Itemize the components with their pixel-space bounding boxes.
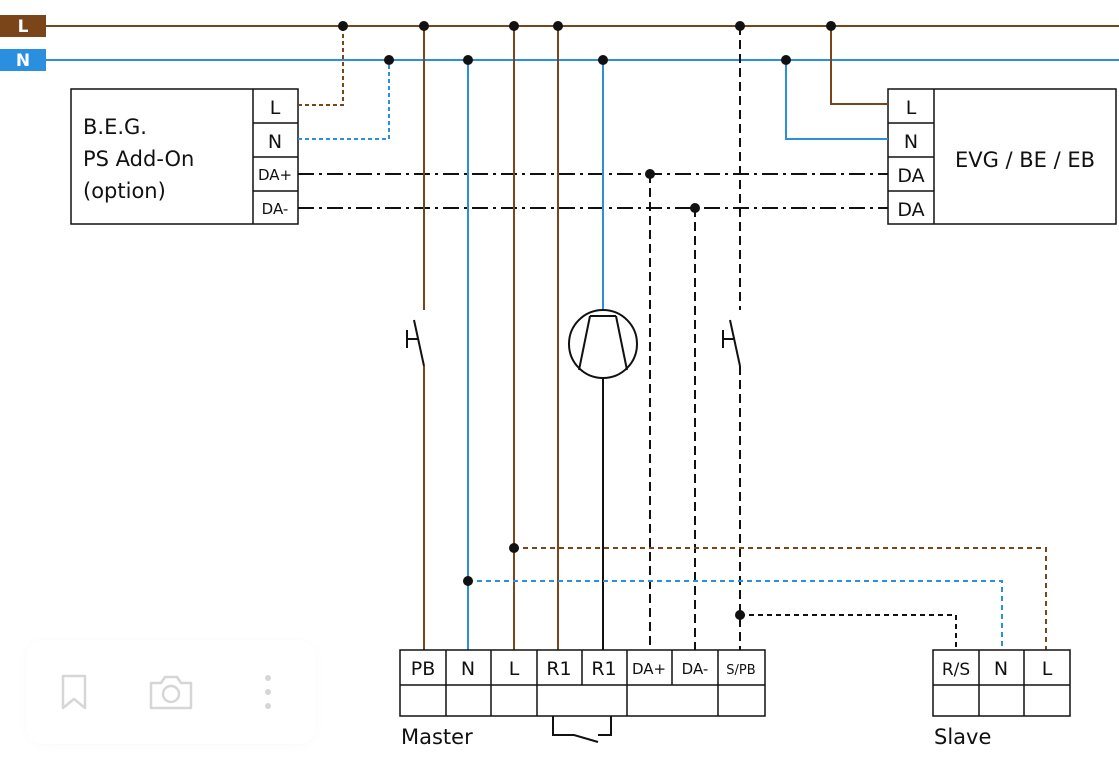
- n-bus-label: N: [16, 51, 30, 71]
- master-terminal-l: L: [509, 658, 520, 680]
- slave-terminal-block: R/S N L Slave: [932, 649, 1071, 749]
- evg-terminal-n: N: [904, 131, 918, 153]
- evg-terminal-da-2: DA: [897, 199, 924, 221]
- bus-bars: L N: [0, 15, 1119, 71]
- master-terminal-block: PB N L R1 R1 DA+ DA- S/PB Master: [399, 649, 766, 749]
- add-on-title-2: PS Add-On: [83, 147, 194, 171]
- add-on-terminal-l: L: [270, 97, 281, 119]
- slave-terminal-n: N: [994, 658, 1008, 680]
- n-bus-tag: [0, 49, 46, 71]
- evg-module: EVG / BE / EB L N DA DA: [887, 88, 1117, 225]
- master-terminal-pb: PB: [411, 658, 436, 680]
- master-terminal-n: N: [461, 658, 475, 680]
- bookmark-button[interactable]: [44, 662, 104, 722]
- master-terminal-da-plus: DA+: [632, 660, 666, 678]
- dali-bus-wires: [298, 173, 888, 650]
- slave-terminal-l: L: [1042, 658, 1053, 680]
- evg-terminal-da-1: DA: [897, 165, 924, 187]
- pushbutton-spb-circuit: [722, 26, 741, 650]
- l-bus-tag: [0, 15, 46, 37]
- more-vertical-icon: [264, 675, 271, 709]
- add-on-terminal-da-minus: DA-: [262, 200, 289, 218]
- floating-toolbar: [26, 640, 316, 744]
- slave-wires: [468, 547, 1047, 650]
- slave-label: Slave: [934, 725, 991, 749]
- master-label: Master: [401, 725, 473, 749]
- pushbutton-contact: [413, 319, 425, 367]
- add-on-terminal-n: N: [268, 131, 282, 153]
- evg-title: EVG / BE / EB: [955, 148, 1095, 172]
- camera-button[interactable]: [141, 662, 201, 722]
- master-terminal-r1-b: R1: [591, 658, 616, 680]
- master-terminal-da-minus: DA-: [682, 660, 709, 678]
- relay-contact-symbol: [552, 716, 599, 743]
- add-on-supply-wires: [298, 26, 390, 140]
- bookmark-icon: [62, 674, 87, 710]
- more-button[interactable]: [238, 662, 298, 722]
- master-supply-wires: [467, 26, 559, 650]
- slave-terminal-r-s: R/S: [942, 660, 970, 680]
- add-on-module: B.E.G. PS Add-On (option) L N DA+ DA-: [70, 88, 299, 225]
- add-on-title-3: (option): [83, 179, 166, 203]
- lamp-icon: [568, 309, 638, 379]
- add-on-terminal-da-plus: DA+: [258, 166, 292, 184]
- pushbutton-pb-circuit: [406, 26, 425, 650]
- master-terminal-r1-a: R1: [546, 658, 571, 680]
- l-bus-label: L: [18, 17, 29, 37]
- camera-icon: [149, 675, 193, 710]
- evg-terminal-l: L: [906, 97, 917, 119]
- add-on-title-1: B.E.G.: [83, 115, 147, 139]
- junction-dots: [338, 21, 836, 620]
- lamp-circuit: [568, 60, 638, 650]
- evg-supply-wires: [785, 26, 888, 140]
- master-terminal-s-pb: S/PB: [726, 663, 755, 678]
